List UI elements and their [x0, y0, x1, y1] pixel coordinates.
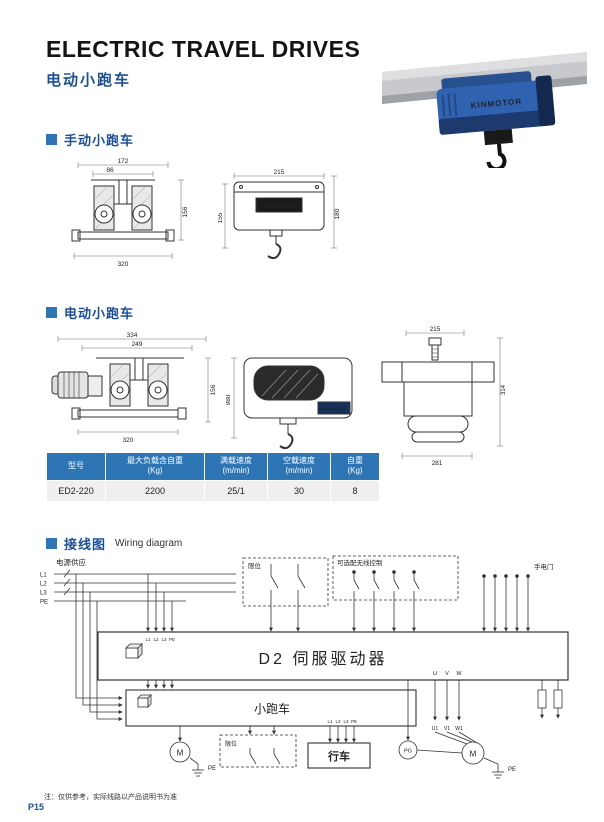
- col-header-full-line1: 满载速度: [220, 456, 252, 465]
- section-manual-label: 手动小跑车: [64, 133, 135, 148]
- dim-manual-side-right: 180: [334, 208, 341, 219]
- col-header-full-line2: (m/min): [222, 466, 250, 476]
- col-header-model-label: 型号: [68, 461, 84, 471]
- drive-terminal-l3: L3: [161, 637, 167, 642]
- manual-side-brand-label: KINMOTOR: [263, 204, 294, 210]
- cell-weight: 8: [330, 479, 380, 502]
- section-bullet-icon: [46, 134, 57, 145]
- dim-electric-end-right: 314: [501, 384, 507, 395]
- limit-bottom-label: 限位: [225, 740, 237, 748]
- cell-empty-speed: 30: [267, 479, 331, 502]
- dim-electric-front-height: 156: [210, 384, 217, 395]
- trolley-motor-label: M: [177, 749, 184, 758]
- page-number: P15: [28, 802, 45, 812]
- output-v-label: V: [445, 671, 449, 677]
- section-manual: 手动小跑车: [46, 130, 134, 149]
- dim-electric-end-bottom: 281: [432, 460, 443, 466]
- phase-pe-label: PE: [40, 600, 48, 606]
- electric-trolley-end-drawing: 215 314 281: [381, 326, 507, 466]
- section-electric: 电动小跑车: [46, 303, 134, 322]
- spec-table-data-row: ED2-220 2200 25/1 30 8: [46, 479, 380, 502]
- col-header-weight: 自重 (Kg): [330, 452, 380, 481]
- dim-manual-front-bottom: 320: [118, 261, 129, 268]
- electric-trolley-front-drawing: 334 249 156 320: [51, 332, 217, 444]
- drive-terminal-l1: L1: [145, 637, 151, 642]
- dim-electric-front-inner: 249: [132, 341, 143, 348]
- col-header-weight-line1: 自重: [347, 456, 363, 465]
- col-header-empty-line1: 空载速度: [283, 456, 315, 465]
- output-w-label: W: [456, 671, 462, 677]
- pendant-label: 手电门: [534, 562, 554, 571]
- trolley-out-l3: L3: [343, 719, 349, 724]
- col-header-empty-line2: (m/min): [285, 466, 313, 476]
- product-photo: KINMOTOR: [382, 50, 587, 173]
- dim-electric-end-top: 215: [430, 326, 441, 333]
- dim-manual-side-left: 155: [218, 212, 224, 223]
- manual-trolley-side-drawing: KINMOTOR 215 155 180: [218, 169, 341, 260]
- dim-electric-front-top: 334: [127, 332, 138, 339]
- cell-full-speed: 25/1: [204, 479, 268, 502]
- electric-side-brand-label: KINMOTOR: [323, 407, 346, 412]
- pe-right-label: PE: [508, 767, 516, 773]
- trolley-out-l2: L2: [335, 719, 341, 724]
- cell-model: ED2-220: [46, 479, 106, 502]
- terminal-w1-label: W1: [455, 726, 463, 732]
- trolley-unit-label: 小跑车: [254, 701, 290, 716]
- power-supply-label: 电源供应: [56, 557, 86, 567]
- product-photo-illustration: KINMOTOR: [382, 52, 587, 172]
- wiring-diagram: 电源供应 L1 L2 L3 PE 限位 可选配无线控制 手电门 D2 伺服驱动器…: [40, 555, 569, 779]
- col-header-empty-speed: 空载速度 (m/min): [267, 452, 331, 481]
- section-bullet-icon: [46, 538, 57, 549]
- dim-manual-side-top: 215: [274, 169, 285, 176]
- cell-load: 2200: [105, 479, 205, 502]
- travel-unit-label: 行车: [327, 749, 350, 763]
- limit-top-label: 限位: [248, 561, 262, 570]
- col-header-load-line1: 最大负载含自重: [127, 456, 183, 465]
- spec-table-header-row: 型号 最大负载含自重 (Kg) 满载速度 (m/min) 空载速度 (m/min…: [46, 452, 380, 481]
- dim-electric-side-left: 980: [226, 394, 232, 405]
- disclaimer-note: 注：仅供参考，实际线路以产品说明书为准: [44, 794, 177, 801]
- spec-table: 型号 最大负载含自重 (Kg) 满载速度 (m/min) 空载速度 (m/min…: [46, 452, 380, 502]
- section-bullet-icon: [46, 307, 57, 318]
- phase-l1-label: L1: [40, 573, 47, 579]
- pe-left-label: PE: [208, 766, 216, 772]
- travel-motor-label: M: [470, 750, 477, 759]
- electric-trolley-side-drawing: KINMOTOR 980: [226, 357, 353, 450]
- page-subtitle: 电动小跑车: [46, 72, 132, 89]
- output-u-label: U: [433, 671, 437, 677]
- encoder-pg-label: PG: [404, 749, 412, 755]
- servo-drive-label: D2 伺服驱动器: [259, 650, 388, 668]
- col-header-weight-line2: (Kg): [347, 466, 363, 476]
- page-title: ELECTRIC TRAVEL DRIVES: [46, 36, 361, 62]
- terminal-u1-label: U1: [432, 726, 439, 732]
- col-header-load: 最大负载含自重 (Kg): [105, 452, 205, 481]
- drive-terminal-l2: L2: [153, 637, 159, 642]
- col-header-model: 型号: [46, 452, 106, 481]
- drive-terminal-pe: PE: [169, 637, 175, 642]
- trolley-out-l1: L1: [327, 719, 333, 724]
- wireless-option-label: 可选配无线控制: [337, 558, 383, 567]
- terminal-v1-label: V1: [444, 726, 450, 732]
- phase-l3-label: L3: [40, 591, 47, 597]
- section-wiring-label: 接线图: [64, 537, 107, 552]
- dim-manual-front-inner: 86: [106, 167, 114, 174]
- section-electric-label: 电动小跑车: [64, 306, 135, 321]
- phase-l2-label: L2: [40, 582, 47, 588]
- trolley-out-pe: PE: [351, 719, 357, 724]
- dim-manual-front-top: 172: [118, 158, 129, 165]
- dim-manual-front-height: 156: [182, 206, 189, 217]
- dim-electric-front-bottom: 320: [123, 437, 134, 444]
- manual-trolley-front-drawing: 172 86 156 320: [71, 158, 189, 268]
- section-wiring-label-en: Wiring diagram: [115, 538, 183, 549]
- col-header-full-speed: 满载速度 (m/min): [204, 452, 268, 481]
- col-header-load-line2: (Kg): [147, 466, 163, 476]
- title-block: ELECTRIC TRAVEL DRIVES 电动小跑车: [46, 36, 360, 90]
- photo-brand-label: KINMOTOR: [470, 97, 522, 110]
- section-wiring: 接线图 Wiring diagram: [46, 534, 182, 553]
